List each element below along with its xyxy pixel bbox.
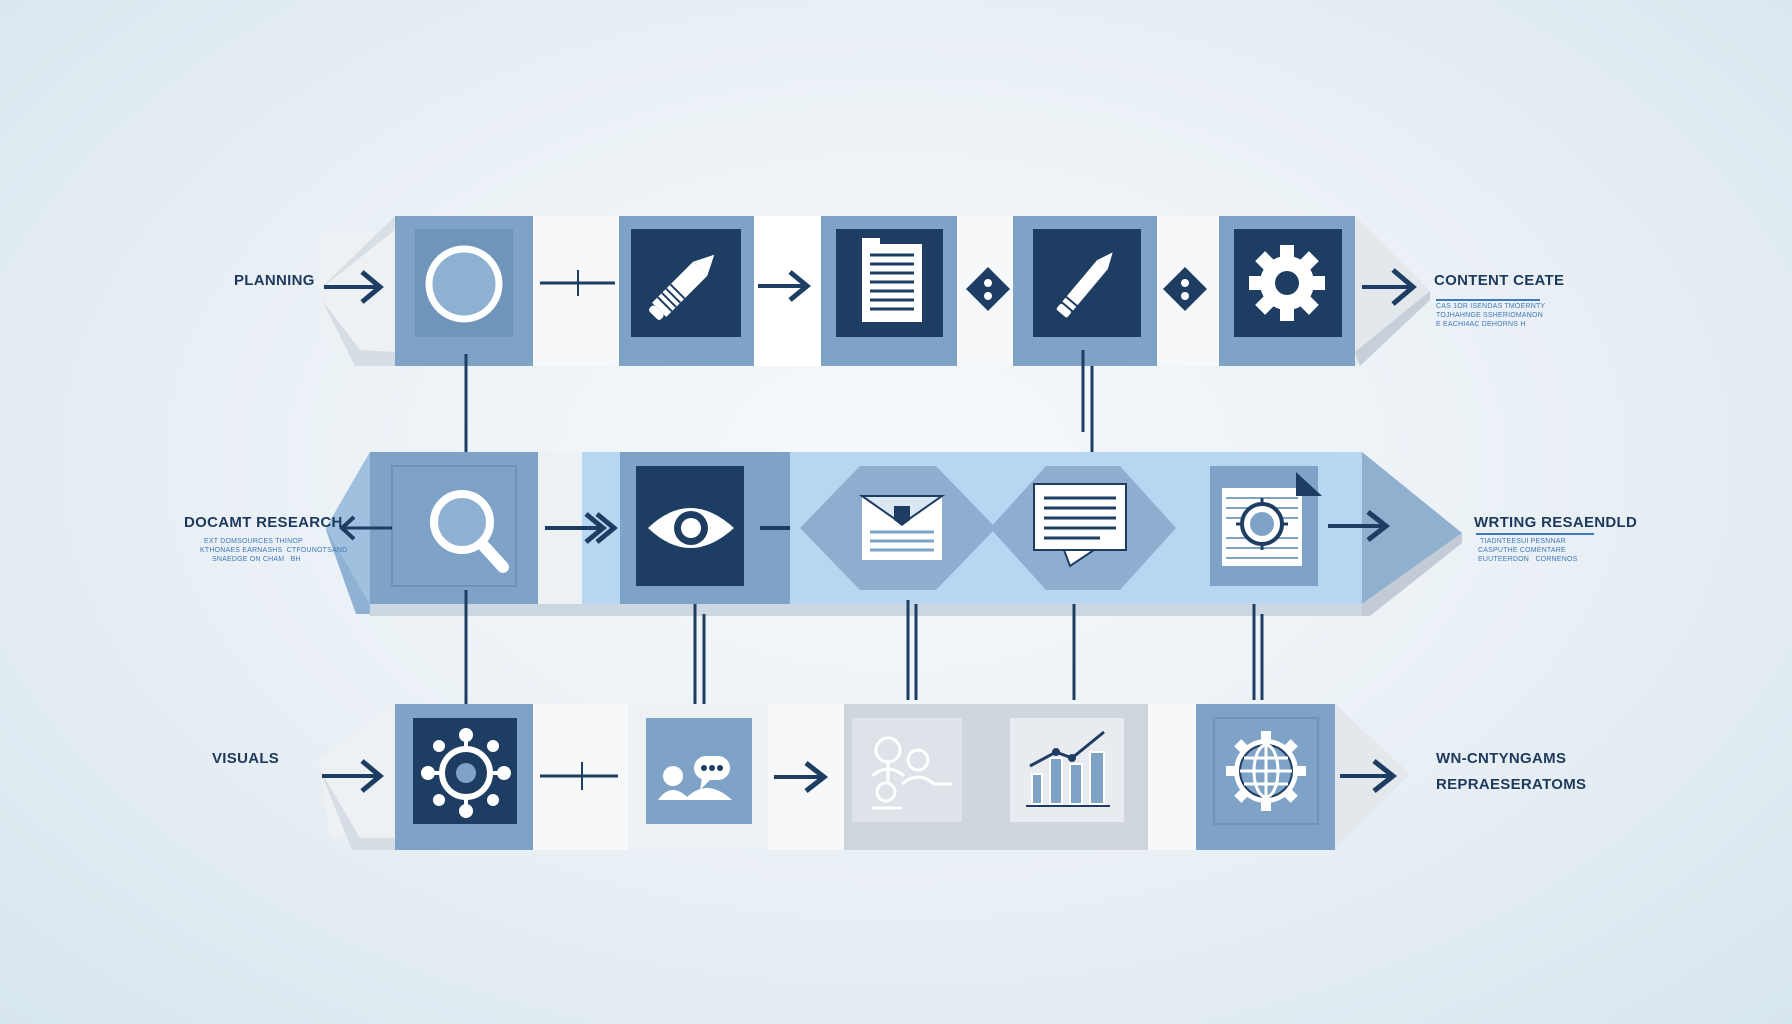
row-output-detail-research-1: TIADNTEESUI PESNNAR (1480, 538, 1566, 545)
arrow-right-icon (1340, 759, 1398, 793)
arrow-right-icon (545, 512, 618, 544)
row-output-title-planning: CONTENT CEATE (1434, 272, 1565, 289)
diamond-connector-icon (966, 267, 1010, 311)
row-title-detail-research-2: KTHONAES EARNASHS CTFOUNOTSAND (200, 547, 348, 554)
arrow-right-icon (758, 270, 811, 302)
arrow-left-icon (339, 515, 392, 541)
magnifier-outline-icon (425, 245, 503, 323)
row-output-detail-planning-3: E EACHI4AC DEHORNS H (1436, 321, 1526, 328)
network-node-icon (421, 728, 511, 818)
pencil-icon (1056, 252, 1113, 318)
arrow-right-icon (1362, 268, 1417, 306)
pen-icon (649, 254, 715, 320)
underline (1436, 299, 1540, 301)
vertical-connectors-1 (464, 350, 1094, 464)
speech-doc-icon (1033, 483, 1127, 568)
connector-plus (540, 270, 615, 296)
row-title-detail-research-1: EXT DOMSOURCES THINOP (204, 538, 303, 545)
vertical-connectors-2 (464, 590, 1264, 712)
magnifier-icon (430, 490, 509, 573)
eye-icon (648, 508, 734, 548)
underline (1476, 533, 1594, 535)
gear-icon (1249, 245, 1325, 321)
arrow-right-icon (774, 761, 829, 793)
chat-bubbles-icon (658, 756, 732, 800)
row-output-detail-planning-2: TOJHAHNGE SSHERIOMANON (1436, 312, 1543, 319)
row-output-detail-planning-1: CAS 1OR ISENDAS TMOERNTY (1436, 303, 1546, 310)
diamond-connector-icon (1163, 267, 1207, 311)
row-visuals (318, 704, 1410, 850)
connector-plus (540, 762, 618, 790)
arrow-right-icon (322, 759, 384, 793)
bar-chart-icon (1026, 730, 1110, 807)
globe-gear-icon (1226, 731, 1306, 811)
row-planning (318, 216, 1430, 366)
document-lines-icon (862, 238, 922, 322)
row-title-visuals: VISUALS (212, 750, 280, 767)
row-title-research: DOCAMT RESEARCH (184, 514, 343, 531)
row-output-subtitle-visuals: REPRAESERATOMS (1436, 776, 1587, 793)
arrow-right-icon (324, 270, 384, 304)
people-chart-icon (871, 736, 952, 810)
target-doc-icon (1222, 472, 1322, 566)
row-output-detail-research-2: CASPUTHE COMENTARE (1478, 547, 1566, 554)
row-output-title-research: WRTING RESAENDLD (1474, 514, 1638, 531)
arrow-right-icon (1328, 510, 1391, 542)
row-output-title-visuals: WN-CNTYNGAMS (1436, 750, 1567, 767)
row-research (326, 452, 1462, 616)
row-output-detail-research-3: EUUTEERDON CORNENOS (1478, 556, 1578, 563)
row-title-detail-research-3: SNAEDGE ON CHAM BH (212, 556, 301, 563)
envelope-icon (858, 495, 946, 560)
row-title-planning: PLANNING (234, 272, 315, 289)
